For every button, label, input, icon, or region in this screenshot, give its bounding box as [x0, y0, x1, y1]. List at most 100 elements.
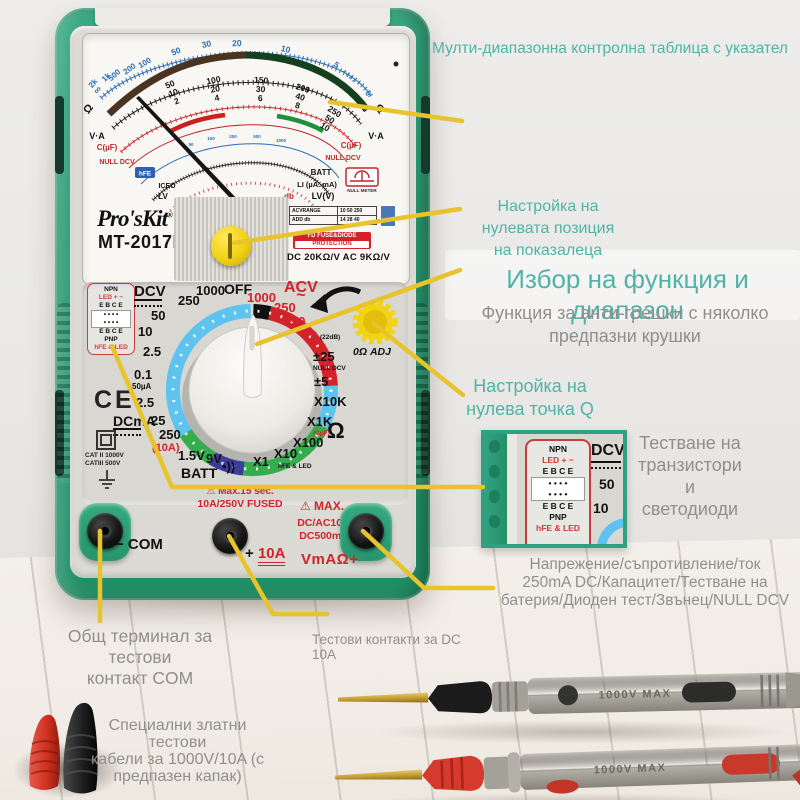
dial-scale-blue2	[140, 143, 340, 185]
legend-row: PNP	[104, 336, 118, 343]
transistor-socket-legend: NPN LED + − E B C E • • • • • • • • E B …	[87, 283, 135, 355]
scale-number: 100	[206, 74, 222, 87]
range-label: X1	[253, 454, 269, 469]
probe-body	[527, 671, 800, 715]
scale-number: 500	[253, 134, 261, 139]
scale-label: hFE	[139, 171, 152, 178]
range-label: 50	[291, 314, 306, 329]
callout-line-text: транзистори	[638, 455, 742, 475]
range-label: (10A)	[152, 442, 180, 454]
black-probe: 1000V MAX	[337, 671, 800, 715]
null-meter-icon	[350, 170, 374, 182]
callout-line-text: предпазен капак)	[113, 768, 242, 785]
scale-number: 8	[294, 100, 302, 111]
test-probes: 1000V MAX 1000V MAX	[335, 671, 800, 800]
scale-number: 200	[295, 81, 312, 95]
transistor-test-inset: NPN LED + − E B C E • • • • • • • • E B …	[481, 430, 627, 548]
inset-bump	[489, 465, 500, 478]
callout-ranges: Напрежение/съпротивление/ток 250mA DC/Ка…	[495, 556, 795, 610]
range-label: (22dB)	[320, 334, 341, 341]
scale-number: 200	[121, 61, 138, 76]
range-label: 250	[178, 293, 200, 308]
scale-number: 0	[363, 89, 373, 99]
probe-collar	[491, 681, 529, 712]
dial-mini-numbers: 50 100 200 500 1000	[188, 134, 286, 147]
dc10a-terminal	[212, 518, 248, 554]
legend-row: NPN	[104, 286, 118, 293]
scale-number: 150	[254, 75, 269, 86]
range-label: 1000	[196, 283, 225, 298]
probe-marking	[546, 779, 579, 794]
double-insulation-icon	[96, 430, 116, 450]
dial-side-labels: V·A V·A C(µF) C(µF) NULL DCV NULL DCV hF…	[89, 131, 384, 201]
zero-adjust-screw	[211, 226, 251, 266]
scale-number: 10	[280, 43, 292, 55]
legend-row: NPN	[549, 444, 567, 454]
range-label: 1000	[247, 290, 276, 305]
scale-label: V·A	[89, 131, 105, 141]
scale-number: 20	[232, 38, 242, 48]
probe-cable	[792, 769, 800, 800]
probe-rating-text: 1000V MAX	[593, 762, 666, 777]
vmao-terminal	[348, 513, 384, 549]
callout-line-text: контакт COM	[86, 668, 194, 688]
probe-label-oval	[681, 681, 736, 703]
legend-row: • • • •	[548, 489, 568, 499]
probe-needle	[335, 769, 423, 780]
legend-row: • • • •	[103, 311, 119, 318]
cat-line: CATIII 500V	[85, 460, 121, 467]
scale-number: 5	[332, 60, 341, 70]
callout-zero-pos: Настройка на нулевата позиция на показал…	[468, 196, 628, 262]
callout-line-text: Настройка на	[497, 198, 599, 215]
inset-bump	[489, 440, 500, 453]
range-label: 10	[303, 328, 318, 343]
continuity-icon: •))	[222, 459, 236, 474]
table-cell: ADD db	[288, 215, 339, 225]
legend-row: E B C E	[99, 302, 123, 309]
acv-range-table: ACVRANGE 10 50 250 ADD db 14 28 40	[288, 206, 377, 225]
scale-label: db	[284, 192, 294, 201]
range-label: 2.5	[136, 395, 155, 410]
registered-mark: ®	[166, 210, 173, 220]
inset-bump	[489, 490, 500, 503]
legend-row: E B C E	[542, 501, 574, 511]
cat-rating: CAT II 1000V CATIII 500V	[85, 452, 124, 468]
scale-number: 100	[207, 136, 215, 141]
callout-line-text: нулева точка Q	[466, 399, 594, 419]
wheel-center	[363, 310, 387, 334]
range-label: 9V	[206, 451, 222, 466]
range-label: X100	[293, 435, 324, 450]
legend-row: E B C E	[542, 466, 574, 476]
inset-value: 10	[593, 500, 609, 516]
cat-line: CAT II 1000V	[85, 452, 124, 459]
probe-collar	[483, 756, 511, 790]
probe-needle	[337, 692, 429, 703]
inset-bump	[489, 515, 500, 528]
probe-hood	[428, 681, 493, 714]
scale-number: Ω	[83, 102, 96, 116]
range-label: hFE & LED	[278, 463, 312, 470]
dcma-label: DCmA	[113, 414, 156, 436]
model-number: MT-2017N	[98, 232, 187, 252]
callout-zero-q: Настройка на нулева точка Q	[455, 375, 605, 421]
dial-screw	[393, 61, 399, 67]
scale-number: 40	[294, 91, 306, 103]
probe-rating-text: 1000V MAX	[598, 688, 671, 702]
scale-label: V·A	[368, 131, 384, 141]
range-label: 50	[151, 308, 166, 323]
callout-multi-range: Мулти-диапазонна контролна таблица с ука…	[432, 40, 788, 57]
inset-white-strip	[507, 434, 517, 544]
callout-line-text: предпазни крушки	[549, 326, 701, 346]
scale-number: 20	[210, 83, 221, 95]
legend-row: hFE & LED	[536, 523, 580, 533]
range-label: 250	[274, 300, 296, 315]
inset-cyan-arc	[597, 518, 623, 544]
scale-number: 1000	[276, 138, 287, 143]
probe-tail	[785, 672, 800, 709]
scale-label: NULL DCV	[99, 159, 135, 166]
callout-anti-error: Функция за анти-грешки с няколко предпаз…	[460, 302, 790, 348]
dial-scale-null	[128, 112, 348, 169]
callout-function-select: Избор на функция и диапазон	[506, 264, 749, 325]
warning-text: ⚠ MAX.	[299, 499, 345, 513]
inset-dcv-label: DCV	[591, 442, 623, 469]
